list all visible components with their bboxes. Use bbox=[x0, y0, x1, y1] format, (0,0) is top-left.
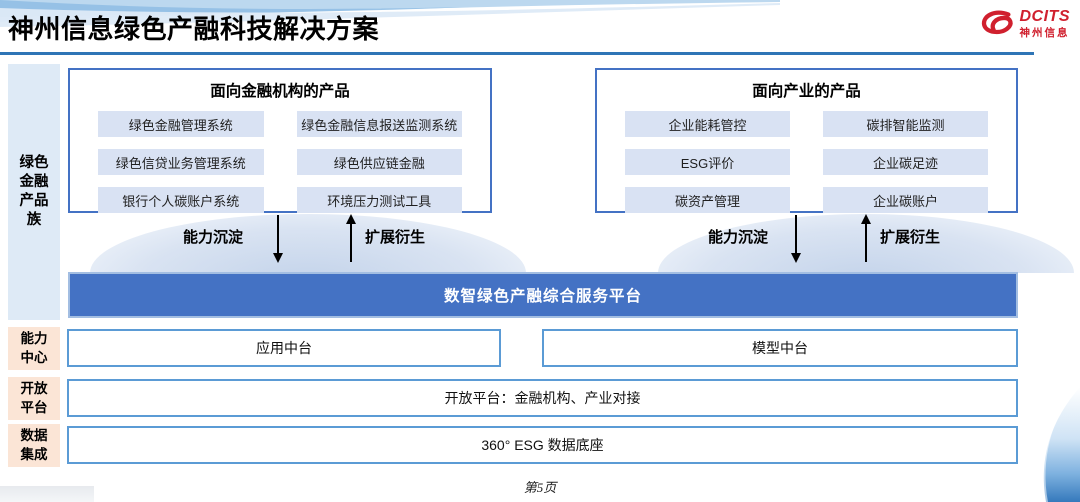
product-pill: 绿色供应链金融 bbox=[296, 149, 462, 175]
product-pill: 绿色金融信息报送监测系统 bbox=[296, 111, 462, 137]
finance-products-title: 面向金融机构的产品 bbox=[210, 83, 350, 100]
finance-products-grid: 绿色金融管理系统 绿色金融信息报送监测系统 绿色信贷业务管理系统 绿色供应链金融… bbox=[98, 111, 462, 213]
industry-products-title: 面向产业的产品 bbox=[752, 83, 861, 100]
header-divider bbox=[0, 52, 1034, 55]
dcits-swoosh-icon bbox=[981, 10, 1013, 35]
sidebar-label-product-family: 绿色 金融 产品 族 bbox=[8, 64, 60, 320]
product-pill: 绿色金融管理系统 bbox=[98, 111, 264, 137]
logo-brand-cn-text: 神州信息 bbox=[1019, 27, 1070, 40]
logo-brand-text: DCITS bbox=[1019, 8, 1070, 26]
down-arrow-icon bbox=[791, 215, 801, 263]
product-pill: 环境压力测试工具 bbox=[296, 187, 462, 213]
industry-products-box: 面向产业的产品 企业能耗管控 碳排智能监测 ESG评价 企业碳足迹 碳资产管理 … bbox=[595, 68, 1018, 213]
esg-data-base-box: 360° ESG 数据底座 bbox=[67, 426, 1018, 464]
sidebar-label-capability-center: 能力 中心 bbox=[8, 327, 60, 370]
settle-label-left: 能力沉淀 bbox=[183, 229, 244, 246]
sidebar-label-open-platform: 开放 平台 bbox=[8, 377, 60, 420]
model-middle-platform-box: 模型中台 bbox=[542, 329, 1018, 367]
derive-label-right: 扩展衍生 bbox=[880, 229, 941, 246]
sidebar-label-data-integration: 数据 集成 bbox=[8, 424, 60, 467]
open-platform-box: 开放平台：金融机构、产业对接 bbox=[67, 379, 1018, 417]
product-pill: 企业碳足迹 bbox=[823, 149, 988, 175]
product-pill: ESG评价 bbox=[625, 149, 790, 175]
product-pill: 企业能耗管控 bbox=[625, 111, 790, 137]
platform-banner: 数智绿色产融综合服务平台 bbox=[68, 272, 1018, 318]
product-pill: 银行个人碳账户系统 bbox=[98, 187, 264, 213]
page-number: 第5页 bbox=[523, 480, 557, 495]
company-logo: DCITS 神州信息 bbox=[979, 8, 1071, 40]
page-title: 神州信息绿色产融科技解决方案 bbox=[8, 14, 380, 44]
product-pill: 碳资产管理 bbox=[625, 187, 790, 213]
app-middle-platform-box: 应用中台 bbox=[67, 329, 501, 367]
industry-products-grid: 企业能耗管控 碳排智能监测 ESG评价 企业碳足迹 碳资产管理 企业碳账户 bbox=[625, 111, 988, 213]
up-arrow-icon bbox=[346, 214, 356, 262]
down-arrow-icon bbox=[273, 215, 283, 263]
product-pill: 企业碳账户 bbox=[823, 187, 988, 213]
dome-decoration-left bbox=[90, 214, 526, 273]
bottom-left-decoration bbox=[0, 486, 94, 502]
settle-label-right: 能力沉淀 bbox=[708, 229, 769, 246]
finance-products-box: 面向金融机构的产品 绿色金融管理系统 绿色金融信息报送监测系统 绿色信贷业务管理… bbox=[68, 68, 492, 213]
derive-label-left: 扩展衍生 bbox=[365, 229, 426, 246]
product-pill: 碳排智能监测 bbox=[823, 111, 988, 137]
product-pill: 绿色信贷业务管理系统 bbox=[98, 149, 264, 175]
up-arrow-icon bbox=[861, 214, 871, 262]
